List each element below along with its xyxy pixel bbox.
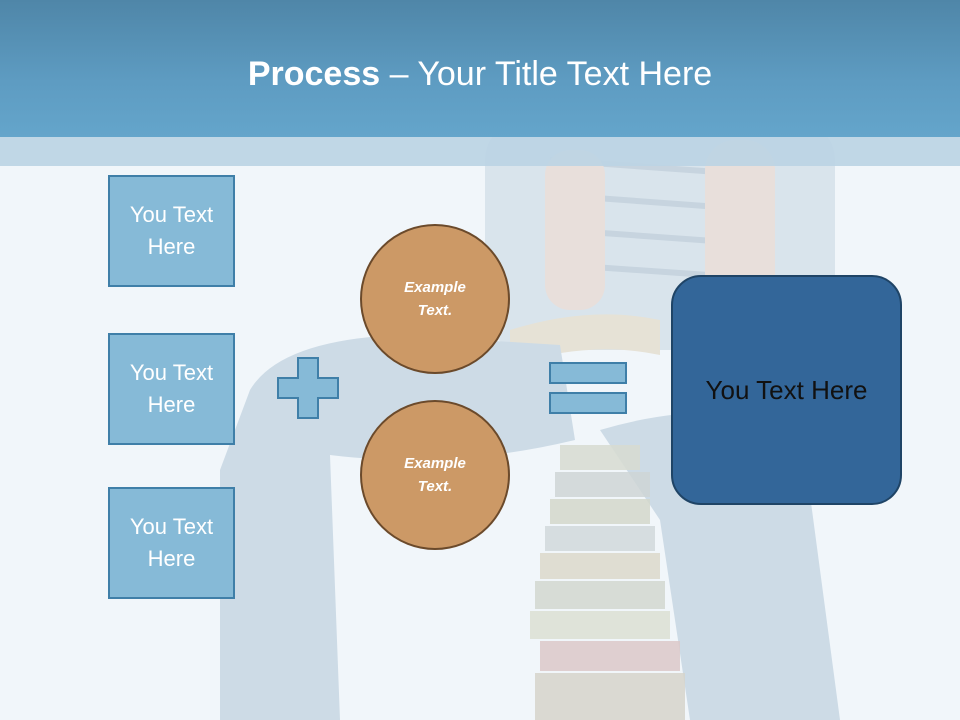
text-box-2[interactable]: You Text Here	[108, 333, 235, 445]
result-box[interactable]: You Text Here	[671, 275, 902, 505]
title-band	[0, 137, 960, 166]
title-bar	[0, 0, 960, 137]
slide-title-rest: – Your Title Text Here	[380, 55, 713, 93]
equals-icon	[549, 362, 627, 414]
example-circle-1[interactable]: Example Text.	[360, 224, 510, 374]
slide-title-bold: Process	[247, 55, 381, 93]
slide-title[interactable]: Process – Your Title Text Here	[0, 52, 960, 96]
plus-icon	[277, 357, 339, 419]
example-circle-2[interactable]: Example Text.	[360, 400, 510, 550]
text-box-3[interactable]: You Text Here	[108, 487, 235, 599]
text-box-1[interactable]: You Text Here	[108, 175, 235, 287]
